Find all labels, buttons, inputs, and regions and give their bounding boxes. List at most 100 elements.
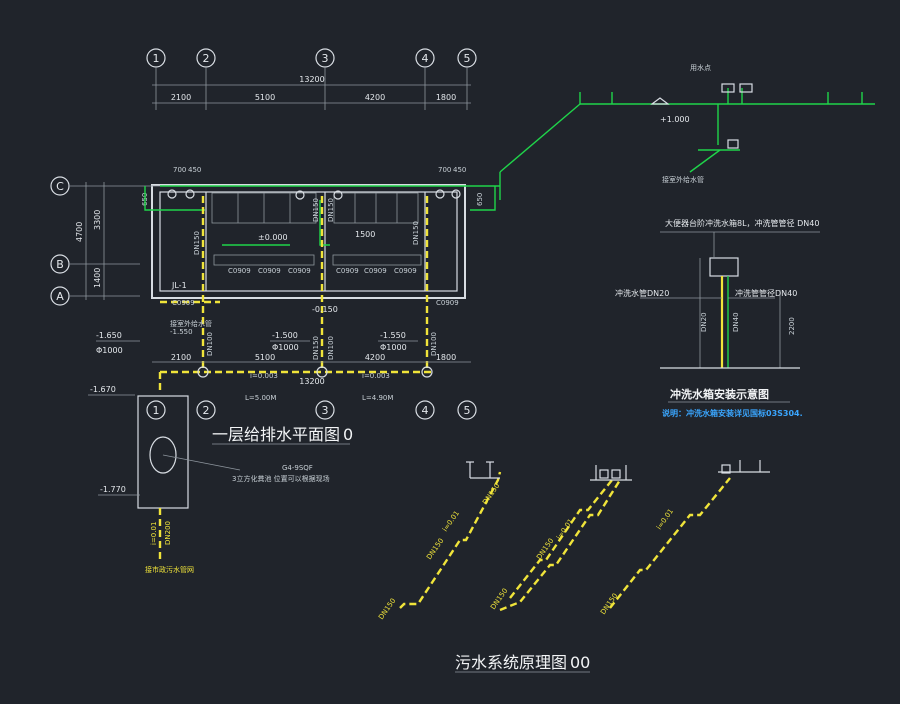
dim-left-total: 4700 bbox=[75, 222, 84, 242]
detail-pipe-a: DN20 bbox=[700, 312, 708, 332]
pipe-tag-8: DN100 bbox=[430, 332, 438, 356]
tank-level: -1.770 bbox=[100, 485, 126, 494]
flush-tank-detail bbox=[640, 231, 820, 369]
riser-slope-3: i=0.01 bbox=[655, 507, 675, 531]
dim-bay-3: 4200 bbox=[365, 93, 385, 102]
detail-label-right: 冲洗管管径DN40 bbox=[735, 288, 797, 298]
tank-code: G4-9SQF bbox=[282, 464, 313, 472]
detail-height: 2200 bbox=[788, 317, 796, 335]
dim-left-part-2: 1400 bbox=[93, 268, 102, 288]
phi-2: Φ1000 bbox=[272, 343, 299, 352]
level-low: -0.150 bbox=[312, 305, 338, 314]
detail-label-top: 大便器台阶冲洗水箱8L，冲洗管管径 DN40 bbox=[665, 218, 819, 228]
dim-total-bottom: 13200 bbox=[299, 377, 324, 386]
door-tag-5: C0909 bbox=[364, 267, 387, 275]
plan-title: 一层给排水平面图 bbox=[212, 425, 340, 444]
riser-label-3: DN150 bbox=[481, 482, 501, 506]
axis-4-bottom: 4 bbox=[422, 404, 429, 417]
axis-1-bottom: 1 bbox=[153, 404, 160, 417]
drop-level-4: -1.550 bbox=[380, 331, 406, 340]
outlet-slope: i=0.01 bbox=[150, 522, 158, 545]
sewage-riser-3 bbox=[609, 460, 770, 609]
column-axes-top: 1 2 3 4 5 bbox=[146, 48, 477, 68]
axis-B: B bbox=[56, 258, 64, 271]
level-outlet: -1.670 bbox=[90, 385, 116, 394]
door-tag-3: C0909 bbox=[288, 267, 311, 275]
drop-level-1: -1.650 bbox=[96, 331, 122, 340]
pipe-tag-7: DN100 bbox=[327, 336, 335, 360]
tank-note: 3立方化粪池 位置可以根据现场 bbox=[232, 474, 330, 483]
pipe-tag-1: DN150 bbox=[193, 231, 201, 255]
drop-level-2: -1.550 bbox=[170, 328, 193, 336]
dim-bay-bottom-3: 4200 bbox=[365, 353, 385, 362]
riser-scale: 00 bbox=[570, 653, 590, 672]
run-length-2: L=4.90M bbox=[362, 394, 393, 402]
outlet-pipe: DN200 bbox=[164, 521, 172, 545]
pipe-tag-5: DN150 bbox=[312, 336, 320, 360]
supply-level: +1.000 bbox=[660, 115, 690, 124]
axis-5-top: 5 bbox=[464, 52, 471, 65]
riser-label-1: DN150 bbox=[377, 597, 397, 621]
pipe-tag-2: DN150 bbox=[312, 198, 320, 222]
pipe-tag-4: DN150 bbox=[412, 221, 420, 245]
dim-bay-1: 2100 bbox=[171, 93, 191, 102]
supply-note-a: 用水点 bbox=[690, 63, 711, 72]
drop-level-3: -1.500 bbox=[272, 331, 298, 340]
dim-total-top: 13200 bbox=[299, 75, 324, 84]
slope-label-1: i=0.003 bbox=[250, 372, 278, 380]
sewage-riser-2 bbox=[499, 465, 632, 612]
detail-label-left: 冲洗水管DN20 bbox=[615, 288, 669, 298]
dim-bay-bottom-2: 5100 bbox=[255, 353, 275, 362]
riser-title: 污水系统原理图 bbox=[455, 653, 567, 672]
riser-label-6: DN150 bbox=[599, 592, 619, 616]
detail-title: 冲洗水箱安装示意图 bbox=[670, 387, 769, 401]
axis-1-top: 1 bbox=[153, 52, 160, 65]
door-tag-6: C0909 bbox=[394, 267, 417, 275]
axis-3-bottom: 3 bbox=[322, 404, 329, 417]
axis-4-top: 4 bbox=[422, 52, 429, 65]
plan-scale: 0 bbox=[343, 425, 353, 444]
phi-3: Φ1000 bbox=[380, 343, 407, 352]
riser-label-2: DN150 bbox=[425, 537, 445, 561]
plan-supply-pipes bbox=[144, 185, 500, 246]
pipe-tag-3: DN150 bbox=[327, 198, 335, 222]
outlet-note: 接市政污水管网 bbox=[145, 565, 194, 574]
row-axes-left: C B A bbox=[50, 176, 70, 306]
phi-1: Φ1000 bbox=[96, 346, 123, 355]
column-axes-bottom: 1 2 3 4 5 bbox=[146, 400, 477, 420]
jl-tag: JL-1 bbox=[171, 281, 187, 290]
dim-bay-bottom-4: 1800 bbox=[436, 353, 456, 362]
riser-slope-2: i=0.01 bbox=[555, 517, 575, 541]
detail-pipe-b: DN40 bbox=[732, 312, 740, 332]
dim-bay-4: 1800 bbox=[436, 93, 456, 102]
door-tag-2: C0909 bbox=[258, 267, 281, 275]
axis-2-bottom: 2 bbox=[203, 404, 210, 417]
dim-bay-bottom-1: 2100 bbox=[171, 353, 191, 362]
slope-label-2: i=0.003 bbox=[362, 372, 390, 380]
door-tag-1: C0909 bbox=[228, 267, 251, 275]
axis-A: A bbox=[56, 290, 64, 303]
window-tag-1: C0909 bbox=[172, 299, 195, 307]
plan-drain-pipes bbox=[158, 196, 435, 392]
dim-left-part-1: 3300 bbox=[93, 210, 102, 230]
dim-450-right: 450 bbox=[453, 166, 466, 174]
riser-slope-1: i=0.01 bbox=[441, 509, 461, 533]
dim-1500: 1500 bbox=[355, 230, 375, 239]
dim-700-right: 700 bbox=[438, 166, 451, 174]
note-small: 接室外给水管 bbox=[170, 319, 212, 328]
axis-2-top: 2 bbox=[203, 52, 210, 65]
axis-5-bottom: 5 bbox=[464, 404, 471, 417]
axis-C: C bbox=[56, 180, 64, 193]
dim-450-left: 450 bbox=[188, 166, 201, 174]
pipe-tag-6: DN100 bbox=[206, 332, 214, 356]
level-main: ±0.000 bbox=[258, 233, 288, 242]
dim-bay-2: 5100 bbox=[255, 93, 275, 102]
detail-note: 说明：冲洗水箱安装详见国标03S304. bbox=[662, 408, 803, 418]
dim-700-left: 700 bbox=[173, 166, 186, 174]
dim-650-right: 650 bbox=[476, 193, 484, 206]
door-tag-4: C0909 bbox=[336, 267, 359, 275]
window-tag-2: C0909 bbox=[436, 299, 459, 307]
run-length-1: L=5.00M bbox=[245, 394, 276, 402]
